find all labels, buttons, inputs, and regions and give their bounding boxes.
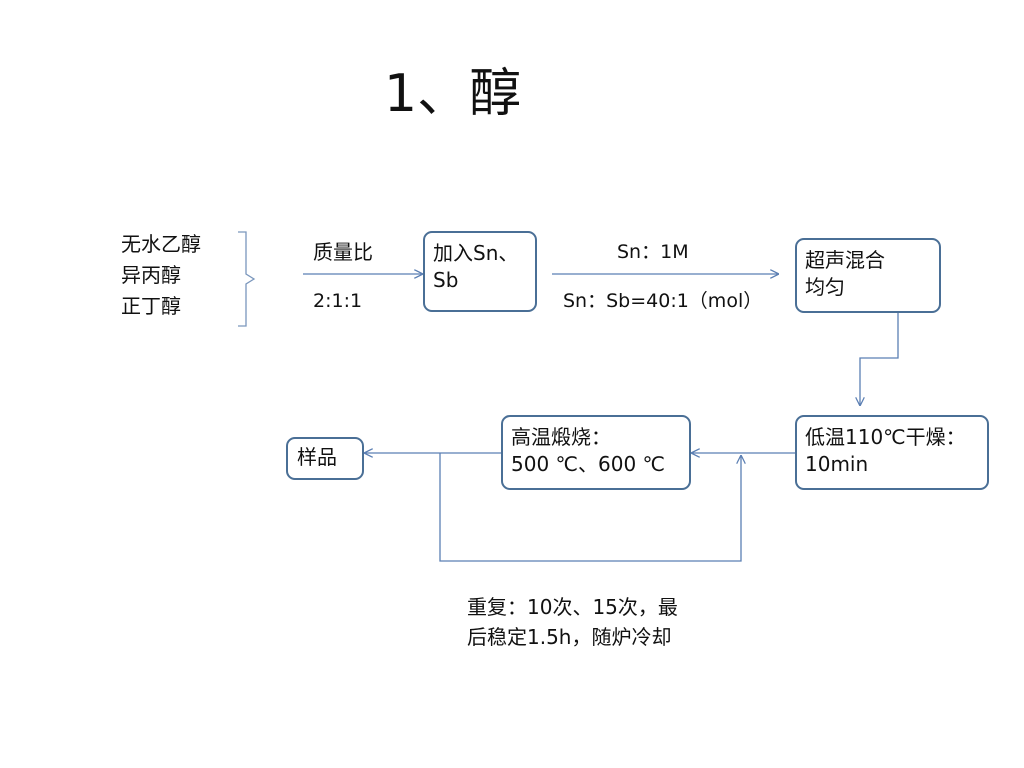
solvent-butanol: 正丁醇 [121,294,181,318]
sample-box: 样品 [286,437,364,480]
page-title: 1、醇 [384,64,522,124]
repeat-note-line2: 后稳定1.5h，随炉冷却 [467,625,672,649]
add-sn-sb-box: 加入Sn、 Sb [423,231,537,312]
calcine-box-line1: 高温煅烧： [511,425,611,449]
add-box-line2: Sb [433,268,459,292]
solvent-isopropanol: 异丙醇 [121,263,181,287]
mass-ratio-value: 2:1:1 [313,290,363,312]
solvent-brace [238,231,256,327]
ultrasonic-mix-box: 超声混合 均匀 [795,238,941,313]
dry-box-line1: 低温110℃干燥： [805,425,966,449]
high-temp-calcine-box: 高温煅烧： 500 ℃、600 ℃ [501,415,691,490]
mix-box-line1: 超声混合 [805,248,885,272]
mix-box-line2: 均匀 [805,275,845,299]
solvent-ethanol: 无水乙醇 [121,232,201,256]
sn-sb-ratio-label: Sn：Sb=40:1（mol） [563,290,763,312]
repeat-note-line1: 重复：10次、15次，最 [467,595,678,619]
dry-box-line2: 10min [805,452,869,476]
mass-ratio-label: 质量比 [313,240,373,264]
calcine-box-line2: 500 ℃、600 ℃ [511,452,665,476]
repeat-loop-arrow [439,453,741,562]
sn-concentration-label: Sn：1M [617,241,689,263]
arrow-to-dry-box [860,313,899,406]
low-temp-dry-box: 低温110℃干燥： 10min [795,415,989,490]
sample-box-label: 样品 [297,445,337,469]
add-box-line1: 加入Sn、 [433,241,519,265]
